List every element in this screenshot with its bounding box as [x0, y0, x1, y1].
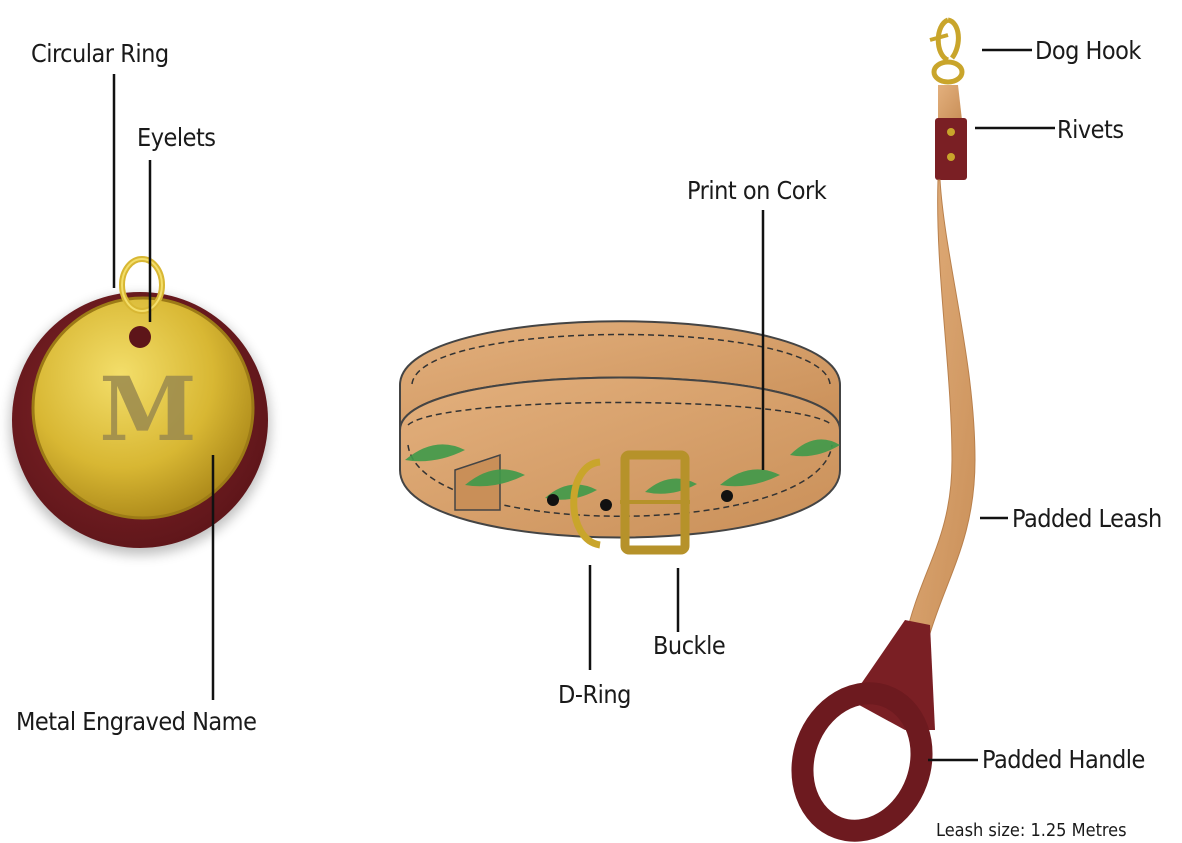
label-rivets: Rivets: [1057, 117, 1124, 142]
engraved-letter: M: [99, 357, 196, 461]
label-dog-hook: Dog Hook: [1035, 38, 1141, 63]
label-print-on-cork: Print on Cork: [687, 178, 826, 203]
label-padded-leash: Padded Leash: [1012, 506, 1162, 531]
name-tag-illustration: M: [10, 259, 270, 555]
rivet-strap: [935, 118, 967, 180]
collar-illustration: [400, 321, 840, 550]
label-d-ring: D-Ring: [558, 682, 631, 707]
label-padded-handle: Padded Handle: [982, 747, 1145, 772]
label-buckle: Buckle: [653, 633, 725, 658]
label-circular-ring: Circular Ring: [31, 41, 169, 66]
leash-body: [905, 180, 975, 640]
dog-hook: [938, 20, 958, 60]
label-eyelets: Eyelets: [137, 125, 215, 150]
leash-size-note: Leash size: 1.25 Metres: [936, 822, 1127, 840]
label-metal-engraved-name: Metal Engraved Name: [16, 709, 256, 734]
